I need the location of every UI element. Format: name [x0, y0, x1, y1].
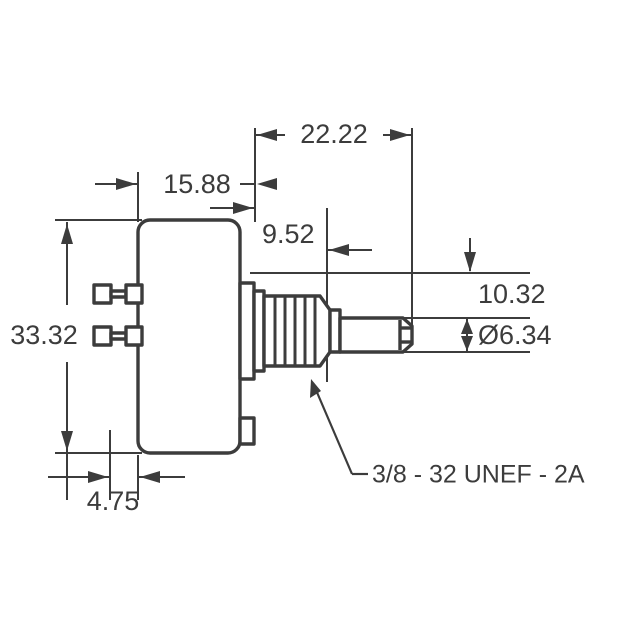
dim-label-body-height: 33.32 [10, 320, 78, 350]
drive-shaft [338, 316, 414, 354]
mounting-tab-outline [238, 416, 256, 446]
body-outline [136, 218, 242, 455]
potentiometer-body [136, 218, 242, 455]
leader-line-thread [311, 382, 354, 475]
arrow-3332-down [61, 431, 73, 451]
dimension-body-height: 33.32 [10, 222, 78, 451]
terminal-lower-tip [92, 325, 113, 347]
dimension-body-depth: 15.88 [95, 169, 277, 199]
arrow-634-up [461, 319, 473, 334]
threaded-bushing [262, 294, 332, 368]
terminal-upper-stem [109, 289, 128, 299]
bushing-flange [238, 281, 266, 381]
arrow-634-down [461, 336, 473, 351]
arrow-15-right-pointer [257, 178, 277, 190]
arrow-15-left [116, 178, 136, 190]
terminal-lower-stem [109, 331, 128, 341]
dimension-overall-shaft-length: 22.22 [255, 119, 412, 149]
terminal-lower-base [124, 325, 144, 347]
arrow-952-left [233, 202, 253, 214]
dim-label-terminal-offset: 4.75 [87, 486, 140, 516]
dim-label-bushing-length: 9.52 [262, 219, 315, 249]
dimension-shaft-diameter: Ø6.34 [461, 318, 552, 352]
dim-label-body-depth: 15.88 [163, 169, 231, 199]
dimension-bushing-length: 9.52 [210, 202, 372, 256]
dim-label-shaft-diameter: Ø6.34 [478, 320, 552, 350]
leader-arrow-thread [310, 379, 321, 398]
dim-label-shaft-centerline-offset: 10.32 [478, 279, 546, 309]
bushing-flange-outline [238, 281, 256, 381]
terminal-upper-tip [92, 283, 113, 305]
arrow-952-right [329, 244, 349, 256]
thread-callout-leader [310, 379, 368, 476]
extension-lines [55, 128, 530, 500]
terminal-upper-base [124, 283, 144, 305]
arrow-475-right [140, 471, 160, 483]
arrow-1032-down [464, 252, 476, 272]
shaft-outline [338, 316, 414, 354]
mounting-tab [238, 416, 256, 446]
terminal-pin-lower [92, 325, 144, 347]
terminal-pin-upper [92, 283, 144, 305]
arrow-475-left [88, 471, 108, 483]
dim-label-overall-shaft-length: 22.22 [300, 119, 368, 149]
arrow-22-left [257, 129, 277, 141]
dimension-shaft-centerline-offset: 10.32 [464, 238, 546, 309]
thread-callout-label: 3/8 - 32 UNEF - 2A [372, 461, 585, 489]
arrow-22-right [390, 129, 410, 141]
arrow-3332-up [61, 224, 73, 244]
dimension-terminal-offset: 4.75 [48, 471, 185, 516]
